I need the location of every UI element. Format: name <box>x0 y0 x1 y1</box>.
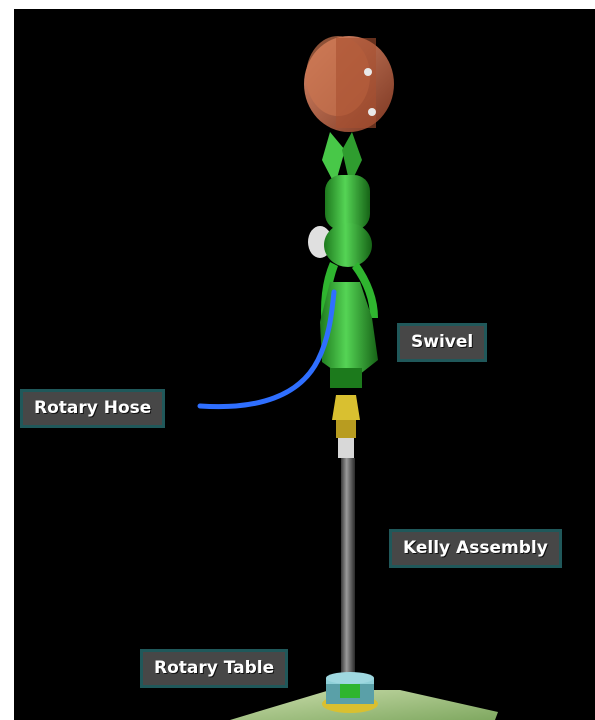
rotary-hose-label: Rotary Hose <box>20 389 165 428</box>
background <box>14 9 595 720</box>
rotary-table <box>322 672 378 713</box>
kelly-assembly-label: Kelly Assembly <box>389 529 562 568</box>
traveling-block <box>304 36 394 132</box>
swivel-label: Swivel <box>397 323 487 362</box>
rotary-table-label: Rotary Table <box>140 649 288 688</box>
